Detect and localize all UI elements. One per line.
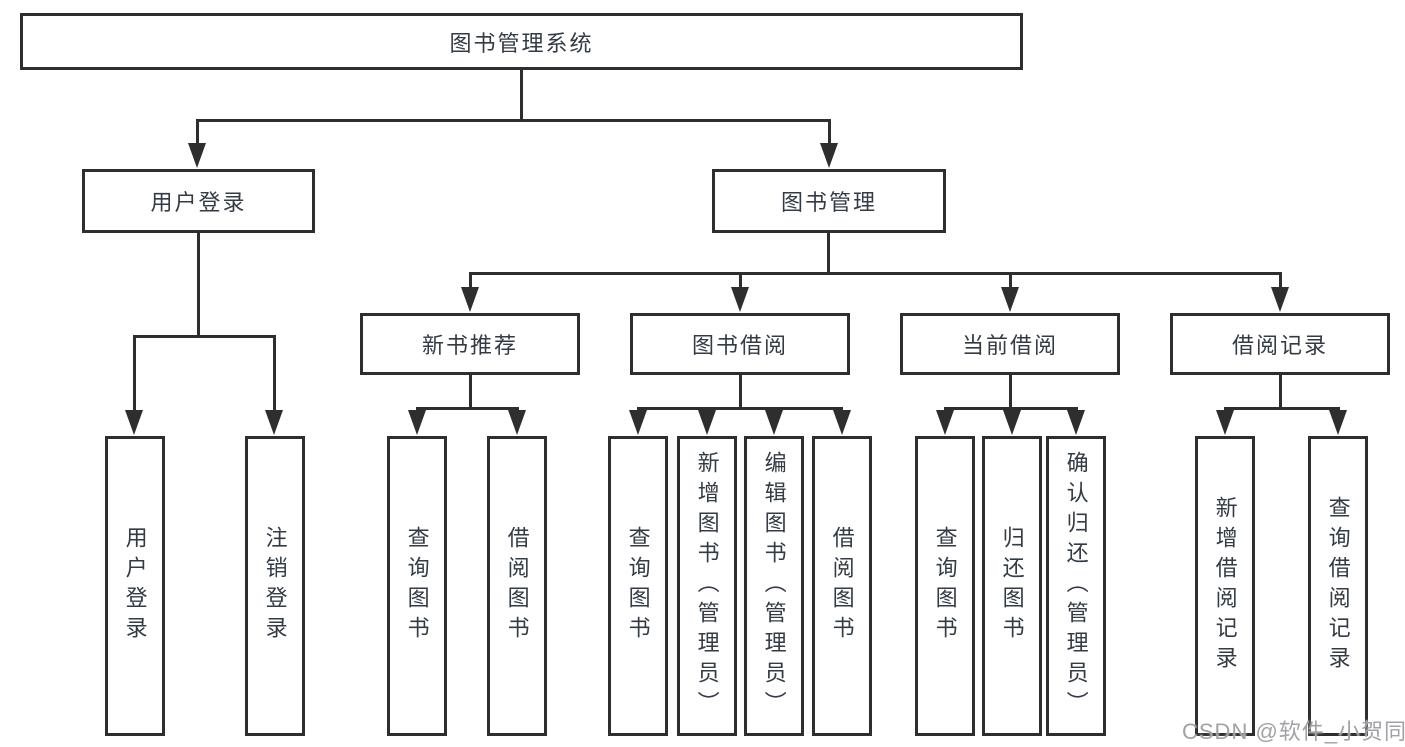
connector-line [637,407,843,410]
node-label: 借阅图书 [504,526,530,646]
leaf-query-borrow-record: 查询借阅记录 [1308,436,1368,736]
connector-line [1279,272,1282,289]
connector-line [944,407,1078,410]
leaf-edit-book-admin: 编辑图书（管理员） [744,436,804,736]
node-label: 图书管理系统 [449,30,594,56]
node-label: 新增图书（管理员） [694,451,720,721]
arrow-down-icon [731,287,749,312]
leaf-borrow-books-borrowing: 借阅图书 [812,436,872,736]
node-label: 新书推荐 [421,333,518,358]
node-label: 图书管理 [780,190,877,215]
leaf-add-book-admin: 新增图书（管理员） [677,436,737,736]
arrow-down-icon [820,143,838,168]
arrow-down-icon [461,287,479,312]
node-book-management: 图书管理 [712,169,946,233]
node-book-borrowing: 图书借阅 [630,313,850,375]
leaf-logout: 注销登录 [245,436,305,736]
node-new-book-recommend: 新书推荐 [360,313,580,375]
leaf-query-books-borrowing: 查询图书 [608,436,668,736]
connector-line [1279,375,1282,409]
leaf-query-books-current: 查询图书 [915,436,975,736]
node-label: 当前借阅 [961,333,1058,358]
node-label: 用户登录 [150,190,247,215]
leaf-confirm-return-admin: 确认归还（管理员） [1046,436,1106,736]
node-current-borrowing: 当前借阅 [900,313,1120,375]
leaf-query-books-recommend: 查询图书 [387,436,447,736]
node-label: 确认归还（管理员） [1063,451,1089,721]
connector-line [739,375,742,409]
arrow-down-icon [936,410,954,435]
connector-line [739,272,742,289]
connector-line [197,233,200,337]
node-label: 查询借阅记录 [1325,496,1351,676]
leaf-user-login: 用户登录 [105,436,165,736]
connector-line [196,119,199,146]
leaf-borrow-books-recommend: 借阅图书 [487,436,547,736]
arrow-down-icon [408,410,426,435]
leaf-add-borrow-record: 新增借阅记录 [1195,436,1255,736]
connector-line [827,233,830,275]
connector-line [520,70,523,120]
arrow-down-icon [698,410,716,435]
connector-line [469,272,1282,275]
connector-line [828,119,831,146]
leaf-return-book: 归还图书 [982,436,1042,736]
connector-line [196,119,831,122]
node-label: 查询图书 [932,526,958,646]
node-label: 查询图书 [404,526,430,646]
arrow-down-icon [1001,287,1019,312]
arrow-down-icon [125,410,143,435]
connector-line [1009,375,1012,409]
csdn-watermark: CSDN @软件_小贺同学 [1182,719,1405,744]
arrow-down-icon [188,143,206,168]
node-label: 注销登录 [262,526,288,646]
node-borrowing-records: 借阅记录 [1170,313,1390,375]
arrow-down-icon [833,410,851,435]
arrow-down-icon [1216,410,1234,435]
arrow-down-icon [629,410,647,435]
connector-line [273,335,276,412]
node-user-login: 用户登录 [82,169,315,233]
arrow-down-icon [265,410,283,435]
connector-line [1009,272,1012,289]
node-label: 编辑图书（管理员） [761,451,787,721]
arrow-down-icon [1271,287,1289,312]
arrow-down-icon [508,410,526,435]
connector-line [469,272,472,289]
node-label: 新增借阅记录 [1212,496,1238,676]
connector-line [1224,407,1340,410]
node-label: 归还图书 [999,526,1025,646]
node-label: 用户登录 [122,526,148,646]
node-label: 图书借阅 [691,333,788,358]
node-label: 借阅图书 [829,526,855,646]
connector-line [416,407,519,410]
node-label: 借阅记录 [1231,333,1328,358]
arrow-down-icon [1329,410,1347,435]
arrow-down-icon [1003,410,1021,435]
node-library-management-system: 图书管理系统 [20,13,1023,70]
connector-line [133,335,136,412]
arrow-down-icon [1067,410,1085,435]
node-label: 查询图书 [625,526,651,646]
connector-line [133,335,276,338]
arrow-down-icon [765,410,783,435]
connector-line [469,375,472,409]
